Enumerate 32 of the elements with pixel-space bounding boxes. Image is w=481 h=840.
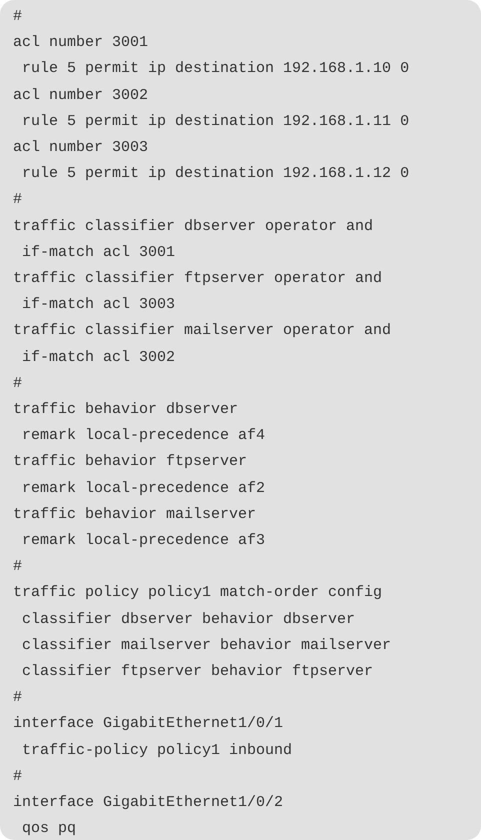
code-line: interface GigabitEthernet1/0/1	[13, 715, 284, 734]
code-line: traffic classifier mailserver operator and	[13, 322, 392, 340]
code-line: classifier ftpserver behavior ftpserver	[21, 663, 374, 681]
code-line: acl number 3003	[13, 139, 148, 157]
code-line: traffic behavior ftpserver	[13, 453, 248, 472]
code-line: remark local-precedence af2	[21, 480, 266, 498]
code-line: traffic classifier ftpserver operator and	[13, 270, 382, 288]
code-line: acl number 3002	[13, 86, 148, 105]
code-line: if-match acl 3001	[21, 244, 176, 262]
code-line: rule 5 permit ip destination 192.168.1.10 0	[21, 60, 410, 78]
code-line: rule 5 permit ip destination 192.168.1.12 0	[21, 165, 410, 184]
code-line: traffic behavior mailserver	[13, 506, 256, 524]
code-line: remark local-precedence af3	[21, 532, 266, 550]
code-line: #	[13, 689, 22, 708]
code-line: acl number 3001	[13, 34, 148, 52]
code-line: classifier dbserver behavior dbserver	[21, 610, 356, 629]
code-line: interface GigabitEthernet1/0/2	[13, 794, 284, 812]
code-line: #	[13, 558, 22, 576]
code-line: #	[13, 768, 22, 786]
code-line: #	[13, 191, 22, 210]
code-line: rule 5 permit ip destination 192.168.1.11 0	[21, 112, 410, 131]
code-line: classifier mailserver behavior mailserver	[21, 636, 392, 655]
code-line: #	[13, 374, 22, 393]
code-line: traffic classifier dbserver operator and	[13, 218, 374, 236]
code-line: traffic behavior dbserver	[13, 401, 238, 419]
code-line: qos pq	[21, 820, 76, 838]
code-line: remark local-precedence af4	[21, 427, 266, 446]
code-line: if-match acl 3002	[21, 348, 176, 367]
code-line: #	[13, 8, 22, 26]
code-line: traffic policy policy1 match-order config	[13, 584, 382, 602]
code-line: traffic-policy policy1 inbound	[21, 742, 292, 760]
code-line: if-match acl 3003	[21, 296, 176, 314]
